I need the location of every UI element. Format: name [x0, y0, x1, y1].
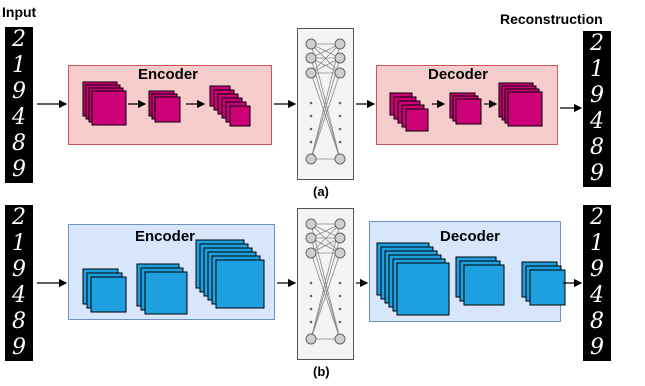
ellipsis-dot	[338, 101, 342, 105]
ellipsis-dot	[338, 281, 342, 285]
digit: 9	[590, 83, 604, 108]
connection	[310, 72, 341, 160]
digit: 2	[12, 205, 26, 230]
connection	[310, 252, 341, 340]
digit: 4	[590, 283, 604, 308]
neuron-node	[334, 247, 346, 259]
digit: 8	[12, 131, 26, 156]
neuron-node	[334, 232, 346, 244]
ellipsis-dot	[338, 307, 342, 311]
digit: 9	[590, 257, 604, 282]
digit: 1	[590, 57, 604, 82]
neuron-node	[305, 247, 317, 259]
ellipsis-dot	[309, 140, 313, 144]
digit: 8	[12, 309, 26, 334]
feature-map	[529, 269, 566, 306]
ellipsis-dot	[338, 127, 342, 131]
digit: 9	[12, 335, 26, 360]
digit: 9	[12, 79, 26, 104]
connection	[310, 43, 341, 160]
digit: 4	[590, 109, 604, 134]
neuron-node	[305, 52, 317, 64]
neuron-node	[334, 153, 346, 165]
neuron-node	[305, 67, 317, 79]
neuron-node	[305, 38, 317, 50]
connection	[310, 223, 341, 254]
feature-map	[229, 105, 251, 127]
ellipsis-dot	[338, 320, 342, 324]
input-digits-b: 2 1 9 4 8 9	[5, 205, 33, 361]
ellipsis-dot	[338, 140, 342, 144]
decoder-label-b: Decoder	[440, 228, 501, 245]
neuron-node	[334, 218, 346, 230]
neuron-node	[334, 67, 346, 79]
ellipsis-dot	[309, 307, 313, 311]
digit: 9	[12, 157, 26, 182]
neuron-node	[334, 333, 346, 345]
output-digits-a: 2 1 9 4 8 9	[583, 31, 611, 187]
encoder-label-b: Encoder	[135, 228, 196, 245]
digit: 9	[12, 257, 26, 282]
caption-b: (b)	[313, 364, 330, 379]
connection	[310, 223, 341, 340]
digit: 4	[12, 283, 26, 308]
feature-map	[215, 259, 265, 309]
digit: 1	[12, 53, 26, 78]
feature-map	[90, 276, 127, 313]
feature-map	[507, 91, 543, 127]
digit: 8	[590, 309, 604, 334]
feature-map	[463, 264, 505, 306]
input-digits-a: 2 1 9 4 8 9	[5, 27, 33, 183]
caption-a: (a)	[313, 184, 329, 199]
neuron-node	[305, 218, 317, 230]
digit: 2	[12, 27, 26, 52]
ellipsis-dot	[309, 281, 313, 285]
neuron-node	[305, 333, 317, 345]
feature-map	[405, 108, 429, 132]
feature-map	[91, 90, 127, 126]
neuron-node	[334, 38, 346, 50]
digit: 4	[12, 105, 26, 130]
digit: 1	[590, 231, 604, 256]
ellipsis-dot	[338, 294, 342, 298]
digit: 9	[590, 161, 604, 186]
reconstruction-label: Reconstruction	[500, 11, 603, 27]
ellipsis-dot	[309, 101, 313, 105]
feature-map	[144, 271, 188, 315]
feature-map	[455, 98, 482, 125]
output-digits-b: 2 1 9 4 8 9	[583, 205, 611, 361]
neuron-node	[305, 232, 317, 244]
feature-map	[154, 96, 181, 123]
bottleneck-panel-b	[297, 208, 354, 360]
ellipsis-dot	[309, 114, 313, 118]
ellipsis-dot	[309, 127, 313, 131]
feature-map	[396, 262, 450, 316]
ellipsis-dot	[309, 320, 313, 324]
digit: 9	[590, 335, 604, 360]
connection	[310, 43, 341, 74]
decoder-label-a: Decoder	[428, 66, 489, 83]
ellipsis-dot	[338, 114, 342, 118]
input-label: Input	[2, 4, 37, 20]
digit: 1	[12, 231, 26, 256]
digit: 8	[590, 135, 604, 160]
encoder-label-a: Encoder	[138, 66, 199, 83]
digit: 2	[590, 205, 604, 230]
ellipsis-dot	[309, 294, 313, 298]
neuron-node	[334, 52, 346, 64]
digit: 2	[590, 31, 604, 56]
neuron-node	[305, 153, 317, 165]
bottleneck-panel-a	[297, 28, 354, 180]
